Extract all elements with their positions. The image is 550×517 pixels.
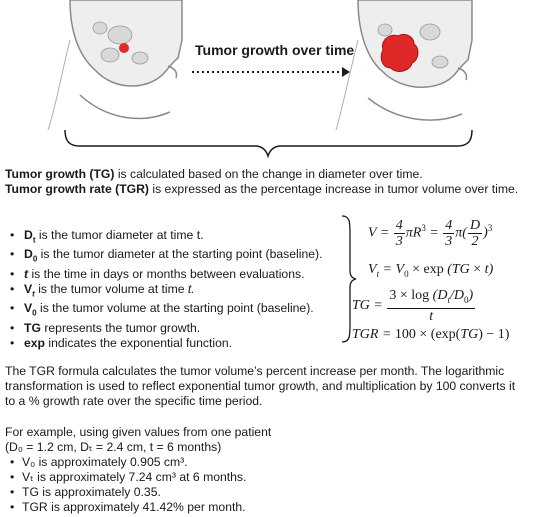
definition-item: Vt is the tumor volume at time t. xyxy=(6,282,322,301)
curly-brace xyxy=(64,129,473,159)
example-result-item: Vₜ is approximately 7.24 cm³ at 6 months… xyxy=(8,470,246,485)
formula-volume-time: Vt = V0 × exp (TG × t) xyxy=(368,262,494,279)
explanation-line: transformation is used to reflect expone… xyxy=(5,379,516,393)
example-result-item: TG is approximately 0.35. xyxy=(8,485,246,500)
definition-item: exp indicates the exponential function. xyxy=(6,336,322,351)
tg-definition: Tumor growth (TG) is calculated based on… xyxy=(5,167,423,181)
illustration-caption: Tumor growth over time xyxy=(195,42,355,58)
example-intro: For example, using given values from one… xyxy=(5,425,272,439)
definition-list: Dt is the tumor diameter at time t. D0 i… xyxy=(6,228,322,351)
example-params: (D₀ = 1.2 cm, Dₜ = 2.4 cm, t = 6 months) xyxy=(5,440,222,454)
arrow-head-icon xyxy=(342,67,350,77)
definition-item: Dt is the tumor diameter at time t. xyxy=(6,228,322,247)
definition-item: D0 is the tumor diameter at the starting… xyxy=(6,247,322,266)
breast-baseline-illustration xyxy=(47,0,183,131)
formula-tgr: TGR = 100 × (exp(TG) − 1) xyxy=(352,327,510,342)
tgr-definition: Tumor growth rate (TGR) is expressed as … xyxy=(5,182,519,196)
formula-brace xyxy=(341,215,357,343)
definition-item: t is the time in days or months between … xyxy=(6,267,322,282)
example-results: V₀ is approximately 0.905 cm³. Vₜ is app… xyxy=(8,455,246,515)
formula-tg: TG = 3 × log (Dt/D0)t xyxy=(352,288,476,324)
large-tumor xyxy=(380,33,419,72)
breast-later-illustration xyxy=(335,0,473,131)
example-result-item: V₀ is approximately 0.905 cm³. xyxy=(8,455,246,470)
tumor-growth-illustration xyxy=(47,0,473,159)
small-tumor xyxy=(119,43,129,53)
definition-item: V0 is the tumor volume at the starting p… xyxy=(6,301,322,320)
definition-item: TG represents the tumor growth. xyxy=(6,321,322,336)
explanation-line: to a % growth rate over the specific tim… xyxy=(5,394,263,408)
example-result-item: TGR is approximately 41.42% per month. xyxy=(8,500,246,515)
explanation-line: The TGR formula calculates the tumor vol… xyxy=(5,364,505,378)
